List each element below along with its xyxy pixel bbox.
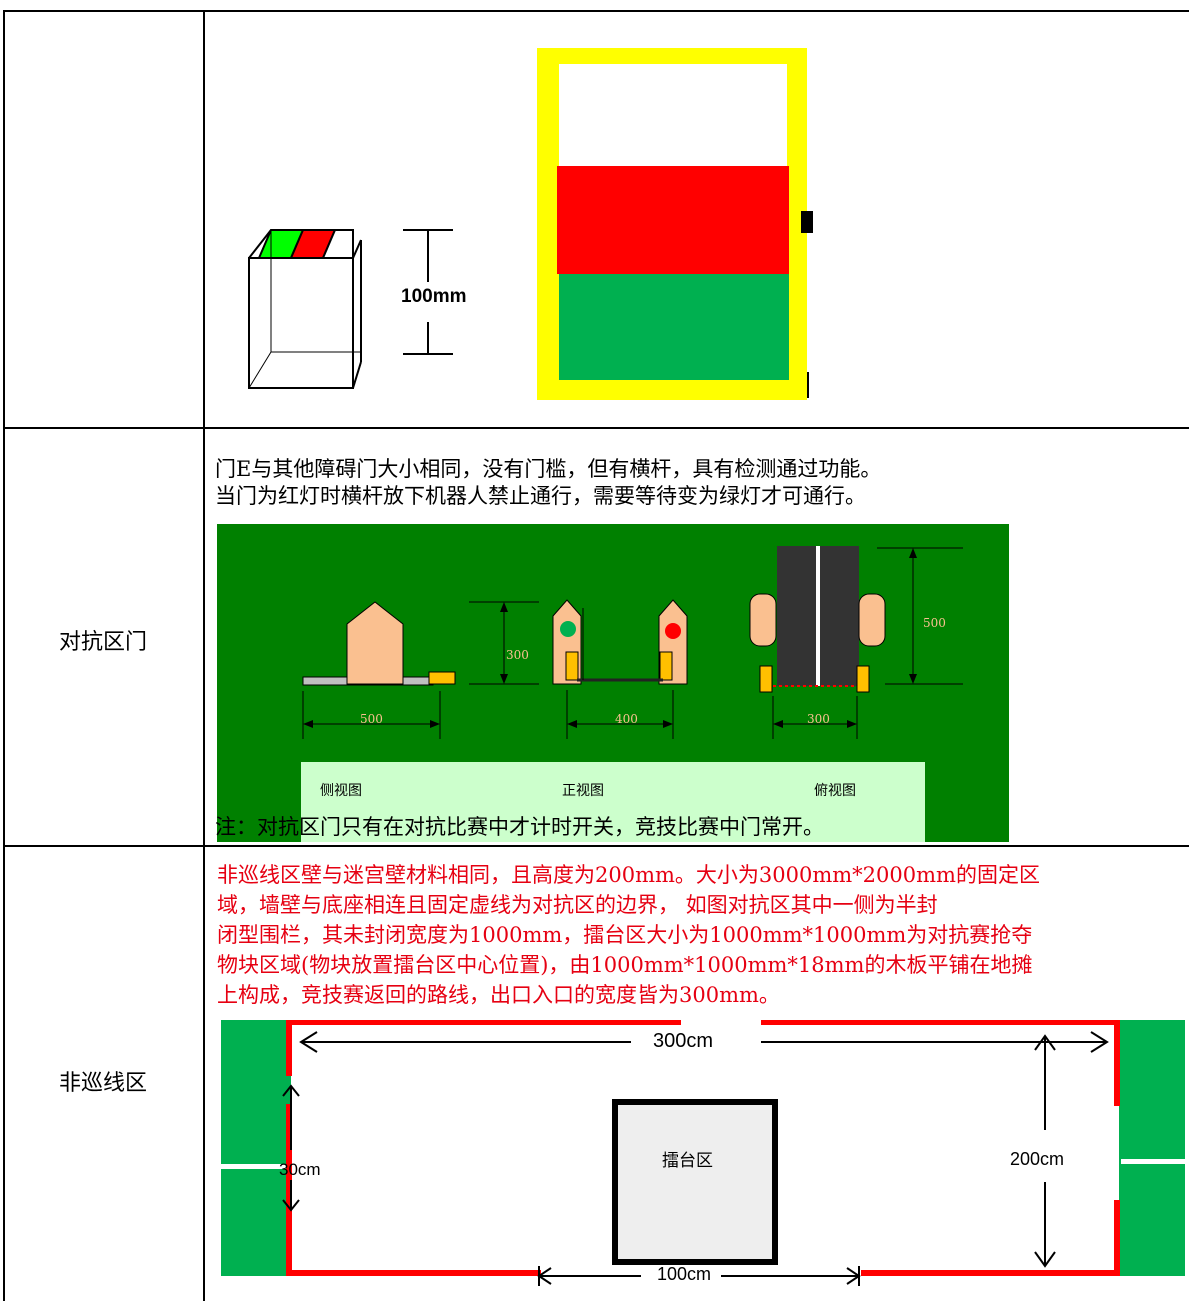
dim-side-500: 500: [360, 712, 383, 726]
front-green-light: [560, 621, 576, 637]
top-wall-notch: [681, 1020, 761, 1026]
row-3-line: 闭型围栏，其未封闭宽度为1000mm，擂台区大小为1000mm*1000mm为对…: [217, 923, 1033, 947]
row-3-label: 非巡线区: [58, 1071, 147, 1096]
caption-top-view: 俯视图: [814, 783, 856, 799]
row-2-description-line-2: 当门为红灯时横杆放下机器人禁止通行，需要等待变为绿灯才可通行。: [215, 484, 866, 508]
panel-white: [559, 64, 787, 166]
row-3-line: 物块区域(物块放置擂台区中心位置)，由1000mm*1000mm*18mm的木板…: [217, 953, 1033, 977]
top-right-post: [858, 593, 886, 647]
row-3-line: 非巡线区壁与迷宫壁材料相同，且高度为200mm。大小为3000mm*2000mm…: [217, 863, 1040, 887]
dim-front-400: 400: [615, 712, 638, 726]
gate-box-illustration: [248, 229, 362, 389]
row-3-line: 上构成，竞技赛返回的路线，出口入口的宽度皆为300mm。: [217, 983, 780, 1007]
caption-front-view: 正视图: [562, 783, 604, 799]
gate-views-diagram: 500 300 400 300 500 侧视图 正视图 俯视图: [217, 524, 1009, 842]
opening-width-label: 100cm: [657, 1264, 712, 1284]
height-dimension-label: 100mm: [401, 286, 467, 307]
table-border-left: [3, 10, 5, 1301]
row-1-figure: [248, 48, 813, 400]
row-divider-2: [3, 845, 1189, 847]
top-view: [749, 546, 963, 739]
front-view: [552, 599, 688, 739]
panel-green-light: [559, 274, 789, 380]
arena-svg: [221, 1020, 1185, 1286]
gate-views-svg: [217, 524, 1009, 842]
right-green-zone: [1119, 1020, 1185, 1276]
arena-height-label: 200cm: [1010, 1149, 1065, 1169]
height-dimension: [403, 229, 453, 355]
views-caption-bar: [301, 762, 925, 842]
arena-dimension-arrows: [282, 1031, 1109, 1286]
arena-diagram: 300cm 200cm 30cm 100cm 擂台区: [221, 1020, 1185, 1301]
right-entrance-line: [1121, 1159, 1185, 1164]
row-3-line: 域，墙壁与底座相连且固定虚线为对抗区的边界， 如图对抗区其中一侧为半封: [217, 893, 938, 917]
row-divider-1: [3, 427, 1189, 429]
panel-red-light: [557, 166, 789, 274]
panel-side-tab: [801, 211, 813, 233]
table-border-top: [3, 10, 1189, 12]
side-view: [302, 601, 456, 739]
traffic-light-panel: [537, 48, 813, 400]
dim-top-500: 500: [923, 616, 946, 630]
row-2-label: 对抗区门: [58, 630, 147, 655]
side-sensor: [428, 671, 456, 685]
dim-front-300: 300: [506, 648, 529, 662]
entrance-width-label: 30cm: [279, 1160, 321, 1179]
left-green-zone: [221, 1020, 291, 1276]
row-2-description-line-1: 门E与其他障碍门大小相同，没有门槛，但有横杆，具有检测通过功能。: [215, 457, 882, 481]
left-entrance-line: [221, 1164, 287, 1169]
column-divider: [203, 10, 205, 1301]
arena-width-label: 300cm: [653, 1030, 714, 1052]
top-track-centerline: [816, 546, 820, 686]
arena-ring-label: 擂台区: [662, 1151, 713, 1171]
front-height-dimension: [469, 601, 539, 685]
row-2-note: 注：对抗区门只有在对抗比赛中才计时开关，竞技比赛中门常开。: [215, 815, 824, 839]
caption-side-view: 侧视图: [320, 783, 362, 799]
side-gate-body: [346, 601, 404, 685]
dim-top-300: 300: [807, 712, 830, 726]
top-left-post: [749, 593, 777, 647]
box-front: [248, 257, 354, 389]
front-red-light: [665, 623, 681, 639]
arena-ring: [612, 1099, 778, 1265]
